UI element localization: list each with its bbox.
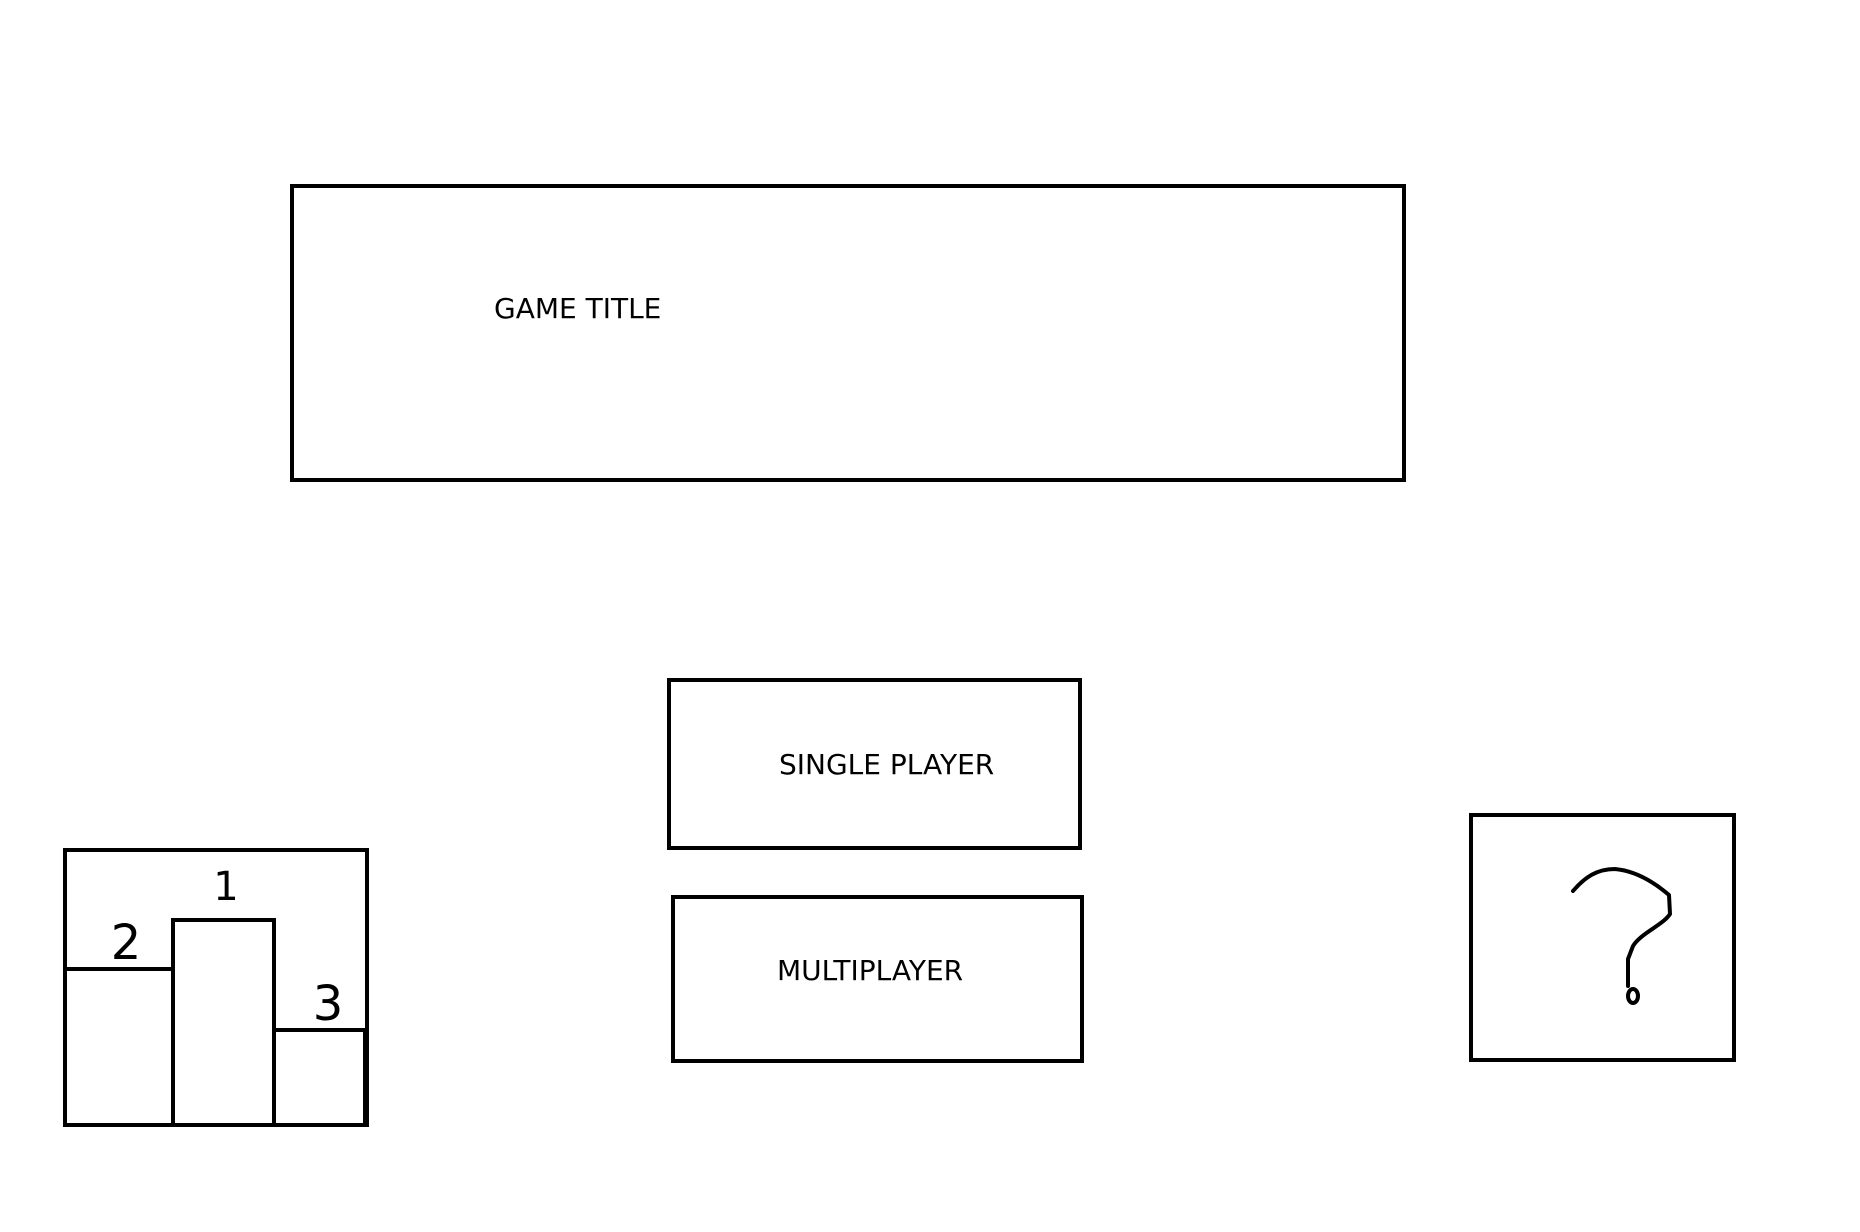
game-title-panel: GAME TITLE <box>290 184 1406 482</box>
single-player-button[interactable]: SINGLE PLAYER <box>667 678 1082 850</box>
podium-third-block <box>272 1028 367 1127</box>
podium-first-label: 1 <box>213 864 238 910</box>
multiplayer-label: MULTIPLAYER <box>777 954 964 987</box>
podium-second-label: 2 <box>111 915 142 971</box>
game-title: GAME TITLE <box>494 292 662 325</box>
question-mark-icon <box>1469 813 1736 1062</box>
help-button[interactable] <box>1469 813 1736 1062</box>
question-mark-dot <box>1626 987 1640 1005</box>
leaderboard-button[interactable]: 1 2 3 <box>63 848 369 1127</box>
podium-first-block <box>171 918 276 1127</box>
multiplayer-button[interactable]: MULTIPLAYER <box>671 895 1084 1063</box>
single-player-label: SINGLE PLAYER <box>779 748 995 781</box>
podium-third-label: 3 <box>313 976 344 1032</box>
podium-icon: 1 2 3 <box>63 848 369 1127</box>
question-mark-curve <box>1571 867 1672 988</box>
podium-second-block <box>63 967 175 1127</box>
